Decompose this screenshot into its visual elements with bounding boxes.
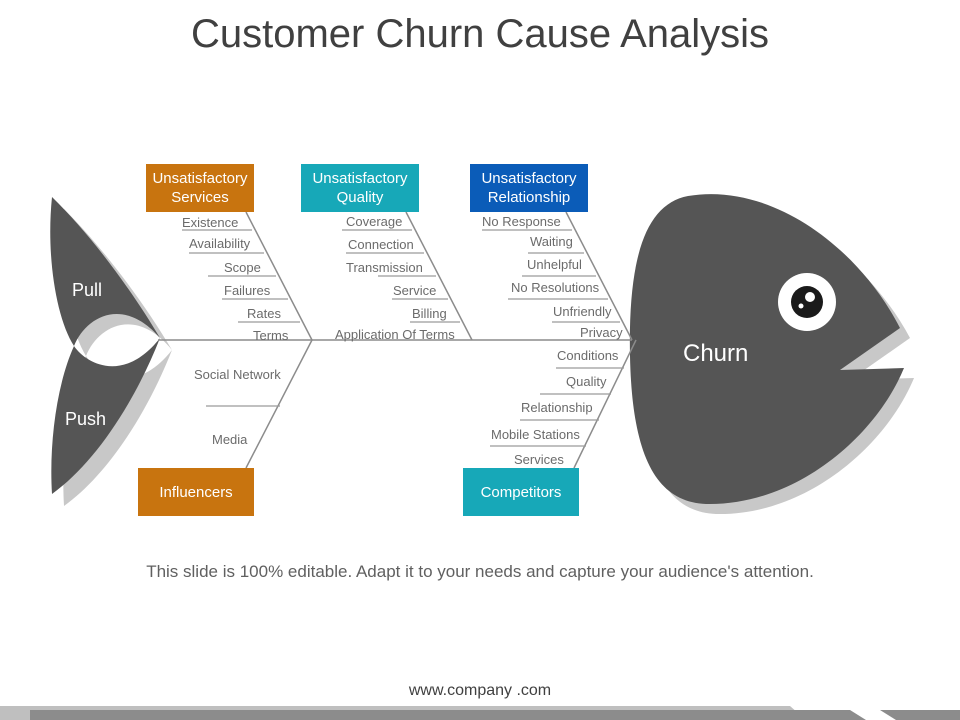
tail-bottom-lobe [51, 338, 160, 494]
bone-competitors [573, 339, 637, 469]
page-title: Customer Churn Cause Analysis [190, 12, 770, 56]
cause-label: Waiting [530, 234, 573, 249]
ticks-competitors [490, 367, 624, 447]
category-box-influencers: Influencers [138, 468, 254, 516]
category-box-services: Unsatisfactory Services [146, 164, 254, 212]
cause-label: Privacy [580, 325, 623, 340]
cause-label: Billing [412, 306, 447, 321]
footer-band-dark [30, 710, 866, 720]
bone-quality [405, 211, 473, 341]
eye-highlight-small [798, 303, 804, 309]
cause-label: Scope [224, 260, 261, 275]
cause-label: Mobile Stations [491, 427, 580, 442]
fish-head [629, 194, 904, 505]
cause-label: Media [212, 432, 248, 447]
cause-label: Social Network [194, 367, 281, 382]
cause-label: Transmission [346, 260, 423, 275]
category-label-relationship: Unsatisfactory Relationship [481, 170, 577, 206]
cause-label: Service [393, 283, 437, 298]
fish-pupil [791, 286, 823, 318]
cause-label: Coverage [346, 214, 403, 229]
head-label-churn: Churn [683, 340, 749, 367]
cause-label: Application Of Terms [335, 327, 455, 342]
tail-top-lobe [50, 197, 160, 346]
cause-label: Services [514, 452, 564, 467]
cause-label: Failures [224, 283, 271, 298]
ticks-quality [342, 229, 460, 323]
category-label-quality: Unsatisfactory Quality [312, 170, 408, 206]
cause-label: Unhelpful [527, 257, 582, 272]
cause-label: Existence [182, 215, 239, 230]
cause-label: Rates [247, 306, 281, 321]
category-label-competitors: Competitors [480, 483, 562, 501]
footer-band-right [880, 710, 960, 720]
cause-label: Connection [348, 237, 414, 252]
cause-label: Relationship [521, 400, 593, 415]
cause-label: Conditions [557, 348, 619, 363]
cause-label: Availability [189, 236, 251, 251]
bone-influencers [245, 339, 313, 469]
cause-label: Quality [566, 374, 607, 389]
eye-highlight-large [805, 292, 815, 302]
category-box-relationship: Unsatisfactory Relationship [470, 164, 588, 212]
category-label-services: Unsatisfactory Services [152, 170, 248, 206]
tail-label-push: Push [65, 409, 107, 429]
cause-label: Terms [253, 328, 289, 343]
category-box-competitors: Competitors [463, 468, 579, 516]
footer-caption: This slide is 100% editable. Adapt it to… [146, 562, 814, 581]
cause-label: No Resolutions [511, 280, 600, 295]
category-box-quality: Unsatisfactory Quality [301, 164, 419, 212]
website-link[interactable]: www.company .com [408, 682, 552, 699]
tail-label-pull: Pull [72, 280, 103, 300]
bone-relationship [565, 211, 633, 341]
ticks-services [182, 229, 300, 323]
bone-services [245, 211, 313, 341]
cause-label: No Response [482, 214, 561, 229]
ticks-relationship [482, 229, 620, 323]
cause-label: Unfriendly [553, 304, 612, 319]
category-label-influencers: Influencers [159, 483, 233, 501]
